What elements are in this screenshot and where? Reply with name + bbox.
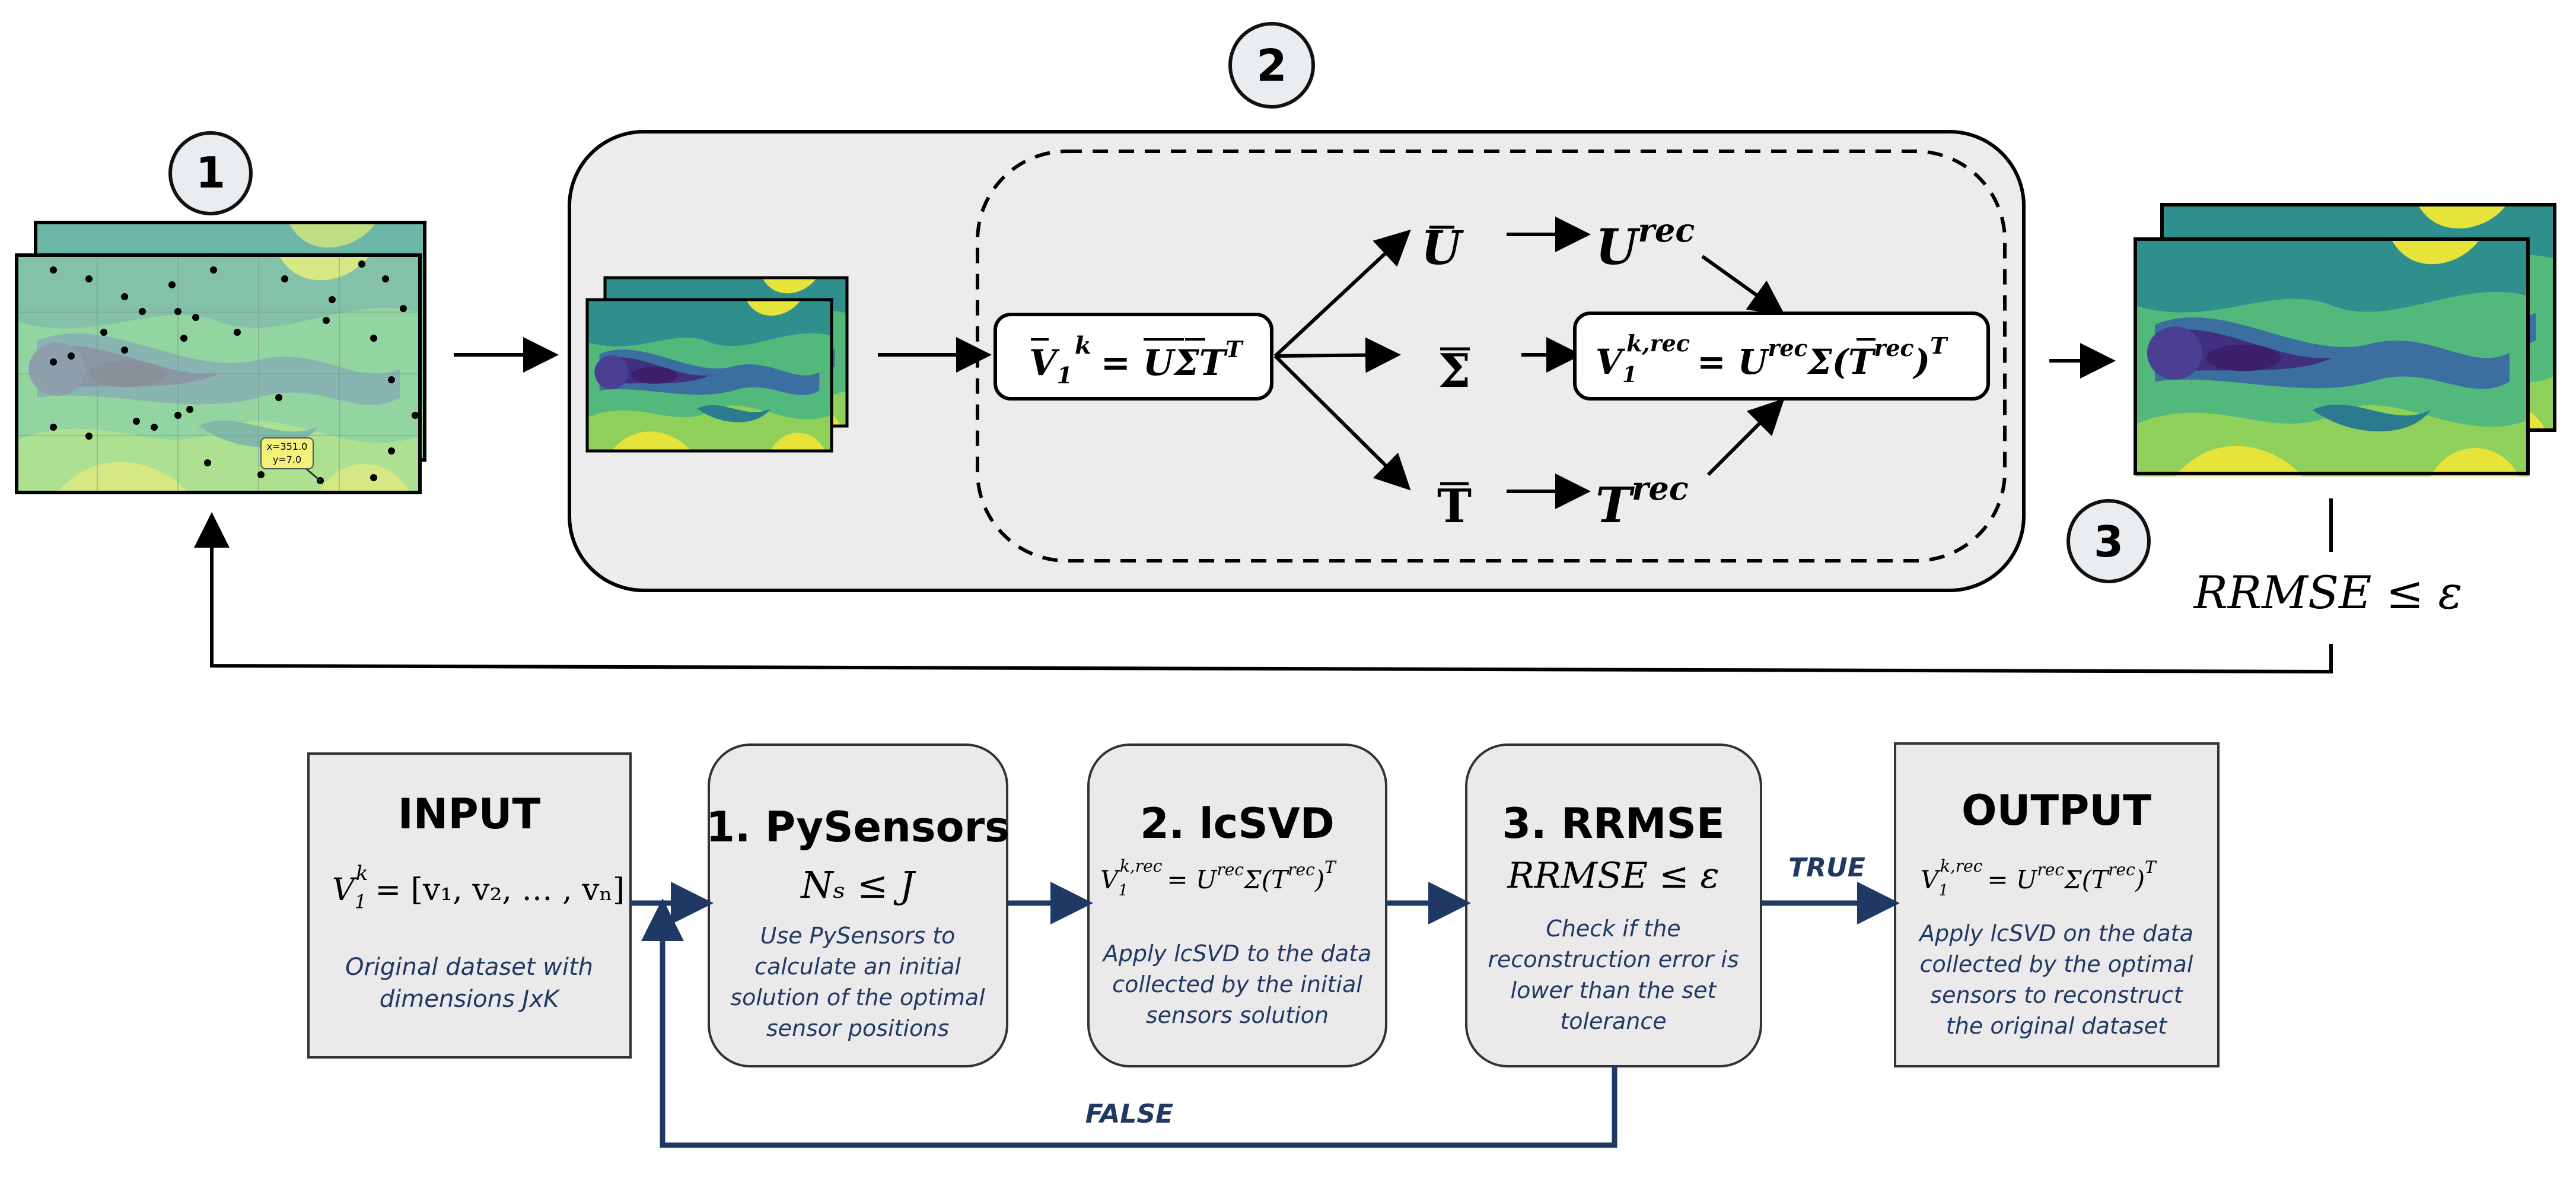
svg-text:OUTPUT: OUTPUT: [1962, 786, 2151, 835]
svg-text:sensors solution: sensors solution: [1146, 1002, 1329, 1028]
svg-text:Apply lcSVD on the data: Apply lcSVD on the data: [1918, 920, 2193, 946]
svd-equation-box: V1k= UΣTT: [994, 313, 1273, 401]
svg-text:reconstruction error is: reconstruction error is: [1488, 946, 1738, 973]
step-lcsvd-box: 2. lcSVD V1k,rec= UrecΣ(Trec)T Apply lcS…: [1087, 743, 1387, 1067]
svg-text:V1k,rec= UrecΣ(Trec)T: V1k,rec= UrecΣ(Trec)T: [1596, 330, 1948, 387]
reconstructed-factors: Urec Trec: [1596, 211, 1695, 534]
factor-trec: Trec: [1596, 469, 1689, 534]
svg-text:Apply lcSVD to the data: Apply lcSVD to the data: [1101, 940, 1372, 967]
svg-text:V1k= UΣTT: V1k= UΣTT: [1029, 332, 1244, 389]
svg-text:solution of the optimal: solution of the optimal: [730, 984, 985, 1010]
svg-text:Use PySensors to: Use PySensors to: [760, 923, 956, 949]
svg-text:V1k,rec= UrecΣ(Trec)T: V1k,rec= UrecΣ(Trec)T: [1100, 856, 1337, 900]
factor-u: U: [1421, 221, 1464, 275]
factor-sigma: Σ: [1438, 344, 1470, 398]
svd-factors: U Σ T: [1421, 221, 1472, 533]
svg-text:3. RRMSE: 3. RRMSE: [1502, 799, 1724, 848]
svg-text:sensor positions: sensor positions: [766, 1015, 949, 1041]
step-rrmse-box: 3. RRMSE RRMSE ≤ ε Check if the reconstr…: [1465, 743, 1762, 1067]
true-label: TRUE: [1788, 853, 1865, 883]
sensor-points: [50, 260, 419, 484]
svg-text:2. lcSVD: 2. lcSVD: [1140, 799, 1335, 848]
svg-text:x=351.0: x=351.0: [267, 441, 308, 452]
sensor-map-stack: x=351.0 y=7.0: [15, 221, 426, 494]
svd-dashed-region: [976, 150, 2007, 563]
svg-text:Nₛ ≤ J: Nₛ ≤ J: [800, 863, 916, 907]
step-pysensors-box: 1. PySensors Nₛ ≤ J Use PySensors to cal…: [706, 743, 1010, 1067]
false-label: FALSE: [1085, 1099, 1173, 1129]
svg-text:tolerance: tolerance: [1560, 1008, 1666, 1034]
svg-text:1. PySensors: 1. PySensors: [706, 803, 1010, 851]
svg-text:INPUT: INPUT: [398, 790, 541, 838]
svg-text:lower than the set: lower than the set: [1511, 977, 1718, 1003]
arrow-urec-to-eq: [1701, 255, 1785, 316]
step-badge-1: 1: [168, 131, 253, 215]
reconstruction-equation-box: V1k,rec= UrecΣ(Trec)T: [1573, 312, 1990, 401]
factor-urec: Urec: [1596, 211, 1695, 276]
svg-text:sensors to reconstruct: sensors to reconstruct: [1930, 982, 2184, 1008]
svg-text:V1k= [v₁, v₂, … , vₙ]: V1k= [v₁, v₂, … , vₙ]: [332, 862, 625, 913]
rrmse-criterion: RRMSE ≤ ε: [2193, 566, 2463, 619]
svg-text:1: 1: [196, 148, 225, 198]
arrow-trec-to-eq: [1706, 398, 1785, 476]
reconstructed-field-stack: [2134, 203, 2556, 476]
svg-text:collected by the optimal: collected by the optimal: [1920, 951, 2193, 977]
svg-text:RRMSE ≤ ε: RRMSE ≤ ε: [1507, 855, 1719, 897]
lcsvd-panel: [568, 130, 2026, 592]
svg-text:Check if the: Check if the: [1546, 916, 1680, 942]
svg-text:calculate an initial: calculate an initial: [754, 954, 961, 980]
svg-text:Original dataset with: Original dataset with: [345, 954, 593, 981]
svg-text:y=7.0: y=7.0: [273, 454, 301, 465]
svg-text:the original dataset: the original dataset: [1946, 1013, 2168, 1039]
step-badge-2: 2: [1228, 22, 1315, 109]
arrow-false-loop: [641, 898, 1617, 1148]
map-tooltip: x=351.0 y=7.0: [260, 437, 321, 482]
svg-text:collected by the initial: collected by the initial: [1112, 971, 1362, 997]
factor-t: T: [1437, 479, 1472, 533]
svg-text:2: 2: [1256, 40, 1287, 91]
svd-branch-arrows: [1273, 229, 1411, 491]
svg-text:V1k,rec= UrecΣ(Trec)T: V1k,rec= UrecΣ(Trec)T: [1921, 856, 2157, 900]
svg-text:3: 3: [2094, 517, 2123, 567]
step-badge-3: 3: [2066, 499, 2151, 583]
input-box: INPUT V1k= [v₁, v₂, … , vₙ] Original dat…: [307, 752, 632, 1059]
feedback-loop-arrow: [194, 512, 2333, 674]
sparse-field-stack: [585, 276, 849, 453]
output-box: OUTPUT V1k,rec= UrecΣ(Trec)T Apply lcSVD…: [1894, 742, 2220, 1067]
svg-text:dimensions JxK: dimensions JxK: [380, 986, 561, 1013]
